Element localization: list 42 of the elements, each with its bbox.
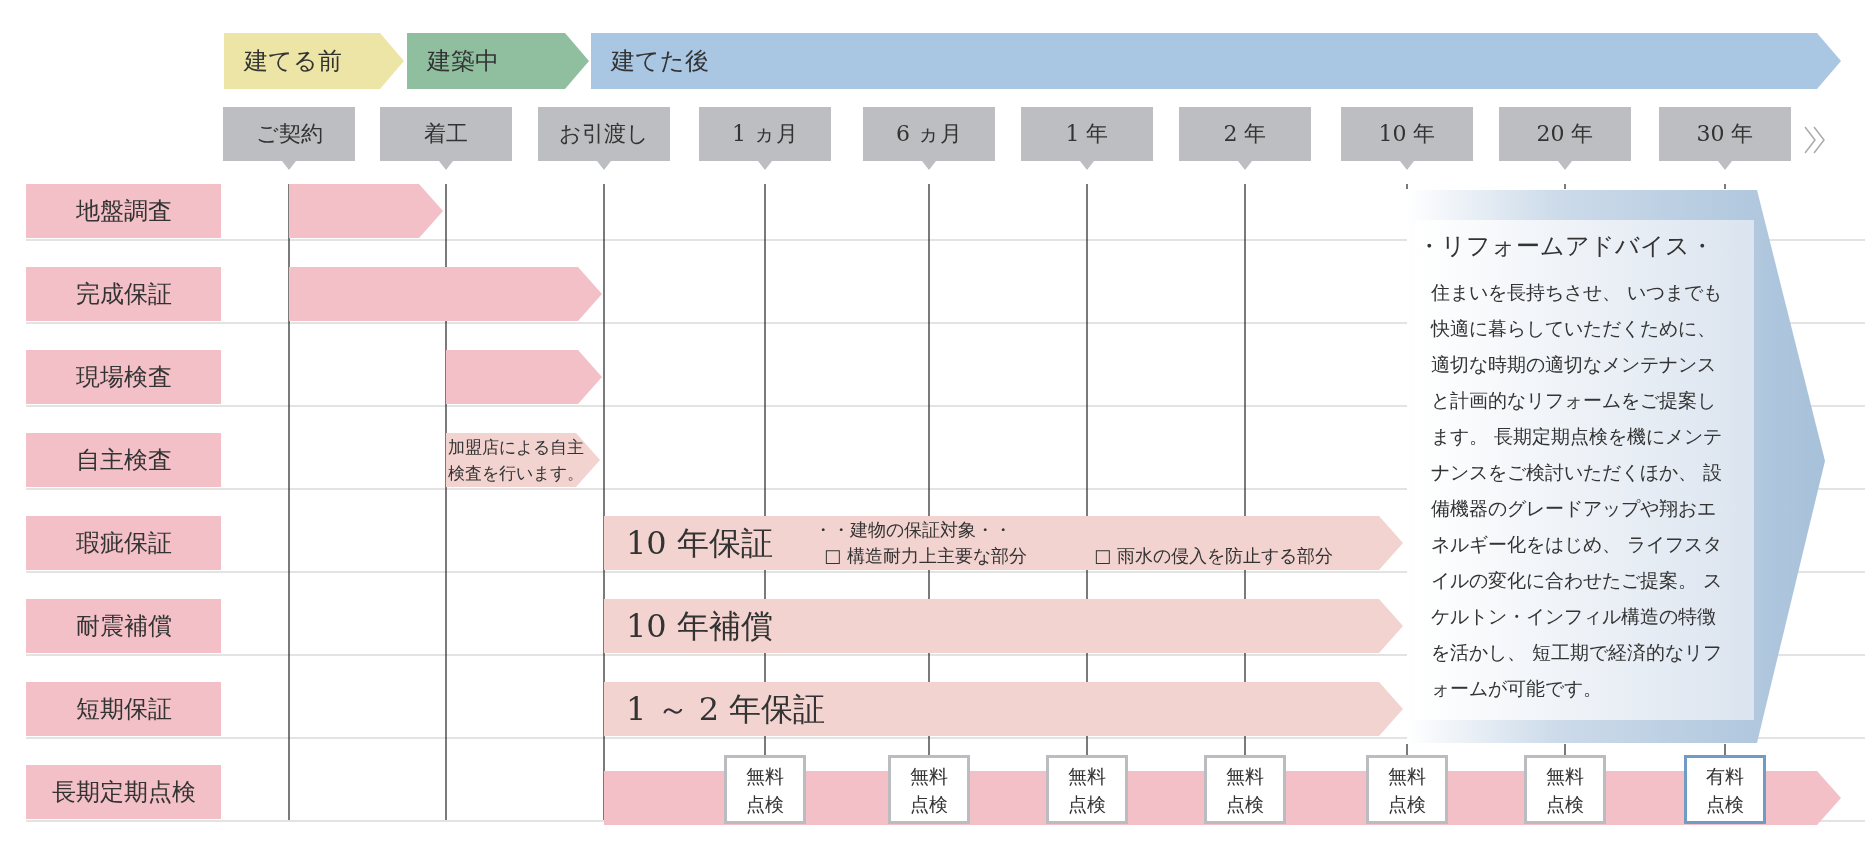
phase-band: 建てた後 — [591, 33, 1841, 89]
inspection-box: 無料点検 — [1204, 755, 1286, 824]
period-bar — [289, 184, 443, 238]
row-label: 耐震補償 — [26, 599, 221, 653]
inspection-box: 無料点検 — [1366, 755, 1448, 824]
milestone-tag: ご契約 — [223, 107, 355, 170]
heading: ・・建物の保証対象・・ — [814, 518, 1012, 542]
row-label: 現場検査 — [26, 350, 221, 404]
heading: ・リフォームアドバイス・ — [1417, 231, 1714, 262]
period-bar: 加盟店による自主検査を行います。 — [446, 433, 600, 487]
body-text: 住まいを長持ちさせ、 いつまでも快適に暮らしていただくために、適切な時期の適切なメンテナンスと計画的なリフォームをご提案します。 長期定期点検を機にメンテナンスをご検討いただくほか、 設備機器のグレードアップや翔おエネルギー化をはじめ、 ライフスタイルの変化に合わせたご提案。 スケルトン・インフィル構造の特徴を活かし、 短工期で経済的なリフォームが可能です。 — [1431, 280, 1724, 701]
inspection-box: 無料点検 — [1046, 755, 1128, 824]
milestone-tag: 2 年 — [1179, 107, 1311, 170]
row-label: 完成保証 — [26, 267, 221, 321]
inspection-box: 無料点検 — [724, 755, 806, 824]
period-bar: 10 年補償 — [604, 599, 1403, 653]
inspection-box: 無料点検 — [888, 755, 970, 824]
milestone-tag: 6 ヵ月 — [863, 107, 995, 170]
checkbox-item: □ 雨水の侵入を防止する部分 — [1094, 544, 1333, 568]
milestone-tag: 1 ヵ月 — [699, 107, 831, 170]
milestone-tag: 30 年 — [1659, 107, 1791, 170]
phase-band: 建築中 — [407, 33, 589, 89]
milestone-tag: 1 年 — [1021, 107, 1153, 170]
milestone-tag: お引渡し — [538, 107, 670, 170]
inspection-box: 無料点検 — [1524, 755, 1606, 824]
checkbox-item: □ 構造耐力上主要な部分 — [824, 544, 1027, 568]
row-label: 短期保証 — [26, 682, 221, 736]
period-bar — [289, 267, 602, 321]
milestone-tag: 10 年 — [1341, 107, 1473, 170]
phase-band: 建てる前 — [224, 33, 404, 89]
row-label: 瑕疵保証 — [26, 516, 221, 570]
period-bar: 1 ～ 2 年保証 — [604, 682, 1403, 736]
milestone-tag: 20 年 — [1499, 107, 1631, 170]
row-label: 地盤調査 — [26, 184, 221, 238]
advice-arrow — [1407, 190, 1825, 743]
inspection-box: 有料点検 — [1684, 755, 1766, 824]
bar-title: 10 年保証 — [626, 523, 773, 564]
period-bar — [446, 350, 602, 404]
row-label: 自主検査 — [26, 433, 221, 487]
row-label: 長期定期点検 — [26, 765, 221, 819]
milestone-tag: 着工 — [380, 107, 512, 170]
period-bar — [604, 516, 1403, 570]
